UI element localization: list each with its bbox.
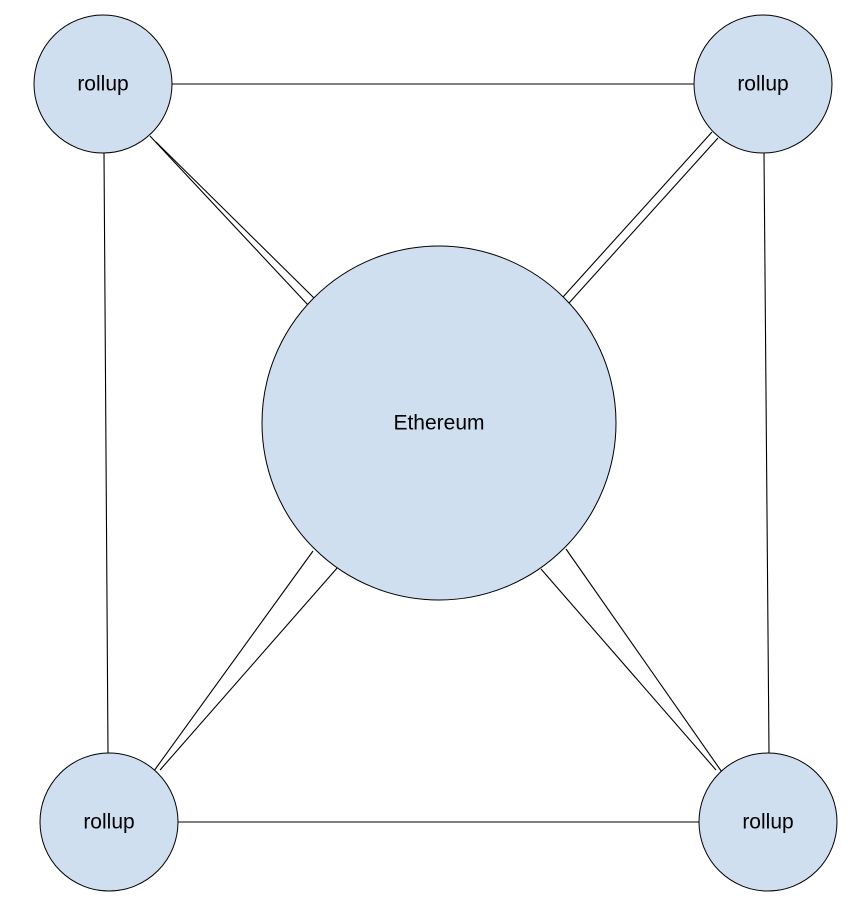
rollup-label: rollup — [742, 811, 793, 834]
edge-bottom-left-to-ethereum-b — [159, 566, 339, 771]
rollup-to-ethereum-edges — [149, 131, 725, 776]
rollup-label: rollup — [77, 73, 128, 96]
edge-top-right-to-ethereum-a — [562, 131, 713, 298]
rollup-label: rollup — [83, 811, 134, 834]
node-rollup-bottom-right: rollup — [698, 752, 838, 892]
rollup-circle — [693, 14, 833, 154]
edge-bottom-right-to-ethereum-a — [540, 568, 717, 771]
rollup-ring-edges — [103, 83, 770, 823]
node-rollup-bottom-left: rollup — [39, 752, 179, 892]
edge-top-left-to-ethereum-a — [149, 135, 309, 306]
edge-top-right-to-ethereum-b — [568, 137, 719, 304]
rollup-circle — [39, 752, 179, 892]
rollup-circle — [698, 752, 838, 892]
node-rollup-top-right: rollup — [693, 14, 833, 154]
rollup-circle — [33, 14, 173, 154]
node-rollup-top-left: rollup — [33, 14, 173, 154]
edge-rollup-top-left-to-bottom-left — [103, 152, 109, 754]
edge-top-left-to-ethereum-b — [155, 141, 315, 299]
rollup-label: rollup — [737, 73, 788, 96]
edge-rollup-top-right-to-bottom-right — [763, 152, 770, 754]
edge-bottom-left-to-ethereum-a — [150, 550, 314, 776]
edge-bottom-right-to-ethereum-b — [565, 548, 725, 776]
ethereum-circle — [261, 245, 617, 601]
node-ethereum: Ethereum — [261, 245, 617, 601]
ethereum-label: Ethereum — [393, 412, 484, 435]
